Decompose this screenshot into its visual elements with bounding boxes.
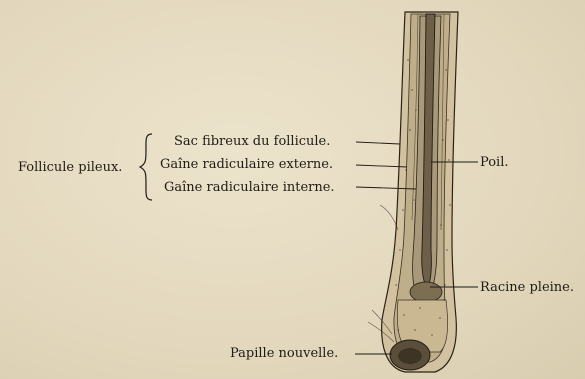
label-outer-root-sheath: Gaîne radiculaire externe. (160, 157, 333, 172)
leader-fibrous-sac (356, 142, 400, 144)
label-solid-root: Racine pleine. (480, 280, 574, 295)
label-hair-shaft: Poil. (480, 155, 509, 170)
solid-root (410, 282, 442, 302)
label-inner-root-sheath: Gaîne radiculaire interne. (164, 180, 335, 195)
label-follicle-group: Follicule pileux. (18, 160, 122, 175)
label-fibrous-sac: Sac fibreux du follicule. (174, 134, 330, 149)
follicle-group-brace (140, 134, 152, 200)
new-papilla-core (398, 348, 422, 364)
label-new-papilla: Papille nouvelle. (230, 346, 338, 361)
